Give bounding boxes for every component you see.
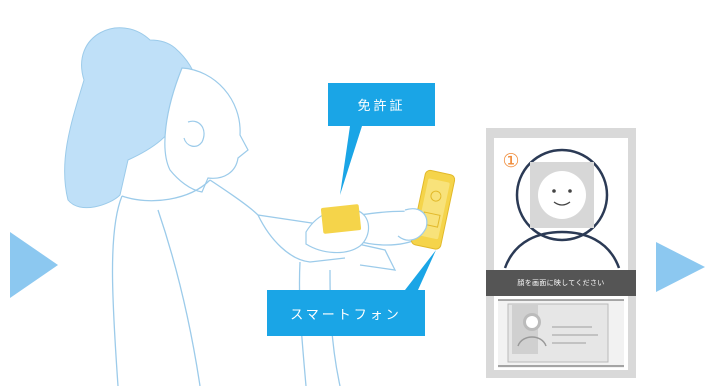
person-hand-right <box>397 208 428 241</box>
smartphone-callout-box <box>267 290 425 336</box>
license-card <box>320 204 362 234</box>
smartphone-callout-pointer <box>405 250 436 290</box>
guide-text: 顔を画面に映してください <box>517 279 605 287</box>
smiley-face-icon <box>538 171 586 219</box>
person-ear <box>183 120 205 147</box>
play-arrow-icon-right <box>656 242 705 292</box>
person-face <box>164 67 249 193</box>
play-arrow-icon-left <box>10 232 58 298</box>
step-number: ① <box>502 150 520 172</box>
license-callout-pointer <box>340 126 362 195</box>
person-silhouette-icon <box>503 230 621 269</box>
person-hair <box>64 27 199 209</box>
license-callout-box <box>328 83 435 126</box>
face-guide-head <box>515 148 609 242</box>
person-body <box>111 179 346 386</box>
license-callout-label: 免許証 <box>357 99 406 114</box>
smartphone-callout-label: スマートフォン <box>290 307 402 323</box>
guide-text-bar <box>486 270 636 296</box>
